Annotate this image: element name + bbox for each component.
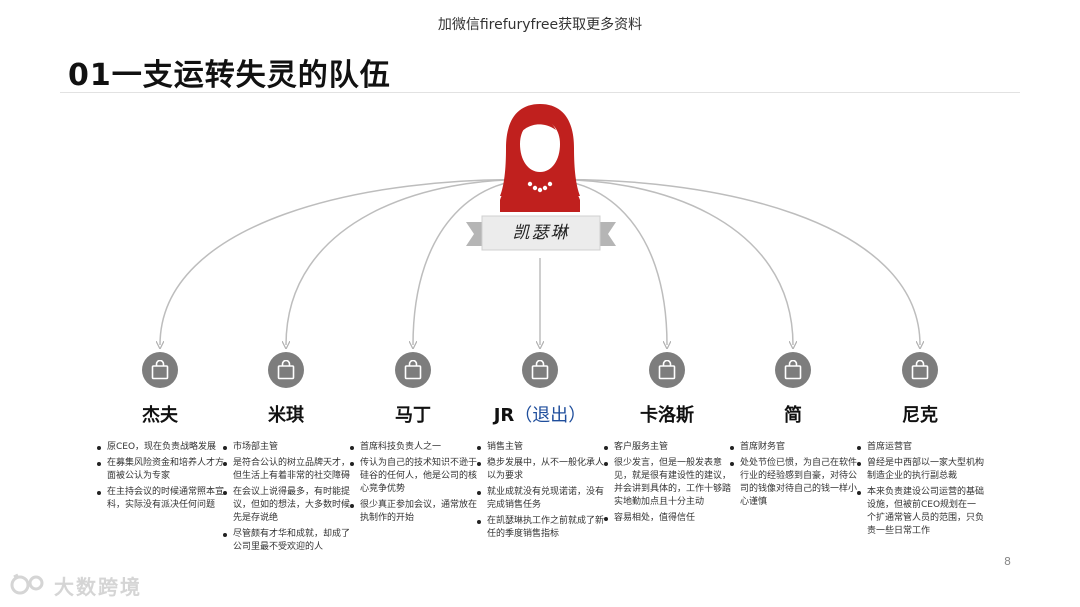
bullet-item: 就业成就没有兑现诺诺，没有完成销售任务	[477, 487, 605, 510]
connector-arrow	[286, 178, 541, 345]
title-divider	[60, 92, 1020, 93]
bullet-item: 销售主管	[477, 441, 604, 454]
bag-icon	[522, 352, 558, 388]
member-card: 马丁首席科技负责人之一传认为自己的技术知识不逊于硅谷的任何人，他是公司的核心竞争…	[349, 352, 477, 528]
member-bullets: 客户服务主管很少发言，但是一般发表意见，就是很有建设性的建议，并会讲到具体的，工…	[603, 441, 731, 525]
connector-arrow	[539, 178, 920, 345]
bullet-item: 处处节俭已惯，为自己在软件行业的经验感到自豪，对待公司的钱像对待自己的钱一样小心…	[730, 458, 858, 507]
member-exit-note: （退出）	[514, 405, 587, 426]
bag-icon	[649, 352, 685, 388]
member-name-text: 马丁	[395, 405, 431, 426]
member-name: 米琪	[222, 405, 350, 427]
bullet-item: 传认为自己的技术知识不逊于硅谷的任何人，他是公司的核心竞争优势	[350, 458, 478, 494]
bullet-item: 在会议上说得最多，有时能提议，但如的想法，大多数时候先是存说绝	[223, 487, 351, 523]
member-card: 杰夫原CEO，现在负责战略发展在募集风险资金和培养人才方面被公认为专家在主持会议…	[96, 352, 224, 515]
member-card: 米琪市场部主管是符合公认的树立品牌天才，但生活上有着非常的社交障碍在会议上说得最…	[222, 352, 350, 557]
watermark-text: 大数跨境	[54, 574, 142, 599]
watermark: 大数跨境	[10, 570, 142, 600]
member-name: 杰夫	[96, 405, 224, 427]
watermark-logo-icon	[10, 573, 44, 595]
member-name-text: 卡洛斯	[640, 405, 694, 426]
bullet-item: 客户服务主管	[604, 441, 731, 454]
bag-icon	[395, 352, 431, 388]
bullet-item: 尽管颇有才华和成就，却成了公司里最不受欢迎的人	[223, 529, 351, 552]
bullet-item: 在主持会议的时候通常照本宣科，实际没有派决任何问题	[97, 487, 225, 510]
bullet-item: 首席科技负责人之一	[350, 441, 477, 454]
bullet-item: 是符合公认的树立品牌天才，但生活上有着非常的社交障碍	[223, 458, 351, 481]
member-name: JR（退出）	[476, 405, 604, 427]
bullet-item: 稳步发展中，从不一般化承人以为要求	[477, 458, 605, 481]
connector-arrow	[160, 178, 541, 345]
member-bullets: 首席财务官处处节俭已惯，为自己在软件行业的经验感到自豪，对待公司的钱像对待自己的…	[729, 441, 857, 509]
bag-icon	[902, 352, 938, 388]
wechat-note: 加微信firefuryfree获取更多资料	[437, 17, 643, 33]
member-bullets: 首席运营官曾经是中西部以一家大型机构制造企业的执行副总裁本来负责建设公司运营的基…	[856, 441, 984, 538]
bullet-item: 在凯瑟琳执工作之前就成了新任的季度销售指标	[477, 516, 605, 539]
leader-avatar-icon	[500, 104, 580, 212]
member-name: 简	[729, 405, 857, 427]
bullet-item: 容易相处，值得信任	[604, 512, 731, 525]
member-name-text: JR	[493, 405, 515, 426]
member-name-text: 杰夫	[142, 405, 178, 426]
leader-name: 凯瑟琳	[512, 223, 570, 243]
member-name: 尼克	[856, 405, 984, 427]
connector-arrow	[539, 178, 793, 345]
slide-title: 01一支运转失灵的队伍	[68, 58, 391, 93]
bullet-item: 在募集风险资金和培养人才方面被公认为专家	[97, 458, 225, 481]
member-name-text: 简	[784, 405, 802, 426]
page-number: 8	[1004, 555, 1011, 568]
bullet-item: 首席财务官	[730, 441, 857, 454]
member-card: 简首席财务官处处节俭已惯，为自己在软件行业的经验感到自豪，对待公司的钱像对待自己…	[729, 352, 857, 512]
member-name: 卡洛斯	[603, 405, 731, 427]
bullet-item: 本来负责建设公司运营的基础设施，但被前CEO规划在一个扩通常管人员的范围，只负责…	[857, 487, 985, 536]
bullet-item: 市场部主管	[223, 441, 350, 454]
bullet-item: 原CEO，现在负责战略发展	[97, 441, 224, 454]
bag-icon	[775, 352, 811, 388]
bullet-item: 很少真正参加会议，通常放在执制作的开始	[350, 500, 478, 523]
bullet-item: 很少发言，但是一般发表意见，就是很有建设性的建议，并会讲到具体的，工作十够踏实地…	[604, 458, 732, 507]
member-bullets: 首席科技负责人之一传认为自己的技术知识不逊于硅谷的任何人，他是公司的核心竞争优势…	[349, 441, 477, 525]
member-card: 卡洛斯客户服务主管很少发言，但是一般发表意见，就是很有建设性的建议，并会讲到具体…	[603, 352, 731, 528]
bullet-item: 首席运营官	[857, 441, 984, 454]
member-bullets: 市场部主管是符合公认的树立品牌天才，但生活上有着非常的社交障碍在会议上说得最多，…	[222, 441, 350, 554]
member-card: JR（退出） 销售主管稳步发展中，从不一般化承人以为要求就业成就没有兑现诺诺，没有…	[476, 352, 604, 544]
member-name: 马丁	[349, 405, 477, 427]
member-bullets: 销售主管稳步发展中，从不一般化承人以为要求就业成就没有兑现诺诺，没有完成销售任务…	[476, 441, 604, 541]
member-card: 尼克首席运营官曾经是中西部以一家大型机构制造企业的执行副总裁本来负责建设公司运营…	[856, 352, 984, 541]
bag-icon	[142, 352, 178, 388]
bullet-item: 曾经是中西部以一家大型机构制造企业的执行副总裁	[857, 458, 985, 481]
member-bullets: 原CEO，现在负责战略发展在募集风险资金和培养人才方面被公认为专家在主持会议的时…	[96, 441, 224, 512]
leader-name-ribbon	[466, 215, 616, 251]
bag-icon	[268, 352, 304, 388]
member-name-text: 尼克	[902, 405, 938, 426]
member-name-text: 米琪	[268, 405, 304, 426]
